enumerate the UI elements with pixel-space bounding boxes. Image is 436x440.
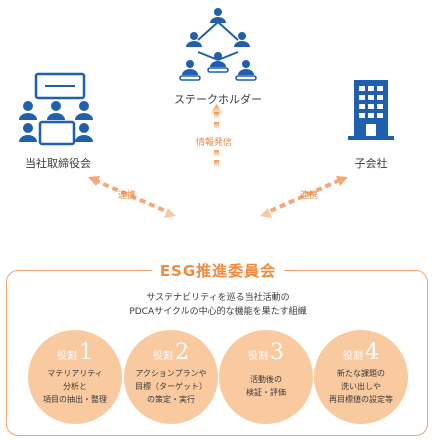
role-heading: 役割2 xyxy=(153,340,189,365)
role-desc: マテリアリティ分析と項目の抽出・整理 xyxy=(43,369,107,404)
info-arrow xyxy=(210,104,223,166)
role-heading: 役割4 xyxy=(343,340,379,365)
right-link-label: 連携 xyxy=(300,191,319,201)
role-desc: アクションプランや目標（ターゲット）の策定・実行 xyxy=(135,369,207,404)
stakeholder-label: ステークホルダー xyxy=(174,93,262,106)
committee-desc-line2: PDCAサイクルの中心的な機能を果たす組織 xyxy=(129,307,307,317)
info-label: 情報発信 xyxy=(196,138,233,148)
arrows-layer xyxy=(88,104,348,218)
left-arrowhead-top xyxy=(88,176,100,186)
right-arrowhead-top xyxy=(336,176,348,186)
role-circle-2: 役割2 アクションプランや目標（ターゲット）の策定・実行 xyxy=(124,330,218,424)
left-arrowhead-bottom xyxy=(164,208,176,218)
board-meeting-icon xyxy=(18,72,98,152)
role-desc: 活動後の検証・評価 xyxy=(246,375,286,397)
subsidiary-label: 子会社 xyxy=(354,157,388,170)
role-desc: 新たな課題の洗い出しや再目標値の設定等 xyxy=(329,369,393,404)
role-circle-3: 役割3 活動後の検証・評価 xyxy=(219,330,313,424)
board-label: 当社取締役会 xyxy=(25,157,91,170)
committee-title: ESG推進委員会 xyxy=(0,260,436,281)
role-heading: 役割1 xyxy=(57,340,93,365)
role-circle-1: 役割1 マテリアリティ分析と項目の抽出・整理 xyxy=(28,330,122,424)
role-circle-4: 役割4 新たな課題の洗い出しや再目標値の設定等 xyxy=(314,330,408,424)
left-link-arrow xyxy=(93,178,169,214)
committee-desc-line1: サステナビリティを巡る当社活動の xyxy=(146,293,290,303)
right-link-arrow xyxy=(267,178,341,214)
role-heading: 役割3 xyxy=(248,340,284,365)
building-icon xyxy=(348,78,394,146)
right-arrowhead-bottom xyxy=(260,208,272,218)
left-link-label: 連携 xyxy=(118,191,137,201)
stakeholder-network-icon xyxy=(176,4,260,88)
